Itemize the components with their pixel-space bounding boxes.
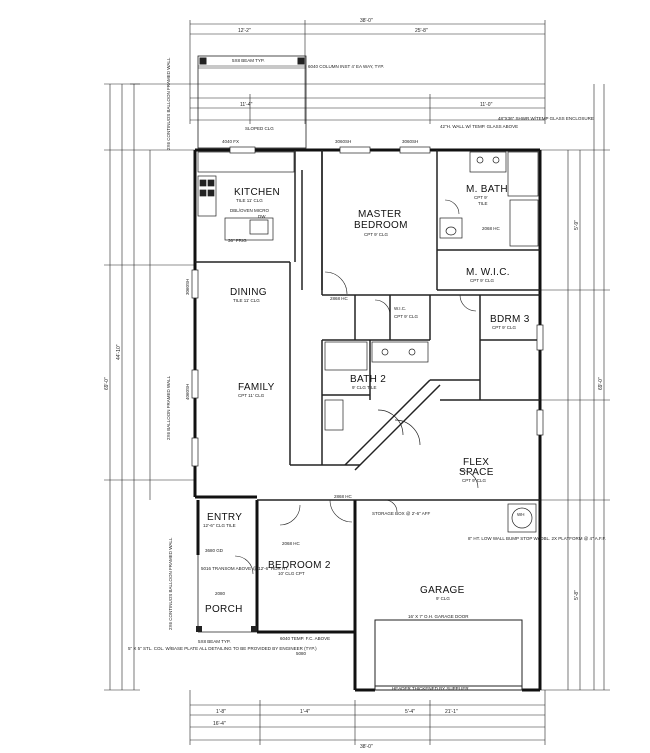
note-beam-top: 5X8 BEAM TYP. [232, 58, 265, 63]
note-balloon-bot: 2X6 CONTINUOS BALLOON FRAMED WALL [168, 537, 173, 630]
room-bdrm3-ceiling: CPT 9' CLG [492, 325, 517, 330]
dim-top-right: 25'-8" [415, 28, 428, 34]
room-entry-label: ENTRY [207, 512, 242, 523]
room-master-bath-label: M. BATH [466, 184, 508, 195]
room-master-wic-ceiling: CPT 9' CLG [470, 278, 495, 283]
room-master-bath-ceiling-1: CPT 9' [474, 195, 488, 200]
dim-overall-depth-right: 69'-0" [598, 377, 604, 390]
room-dining-label: DINING [230, 287, 267, 298]
dim-top-left: 12'-2" [238, 28, 251, 34]
tag-entry-side-door: 2068 HC [282, 541, 301, 546]
note-wall-bump: 8" HT. LOW WALL BUMP STOP W/ DBL. 2X PLA… [468, 536, 606, 541]
dim-bottom-b: 1'-4" [300, 709, 310, 715]
dim-overall-width: 38'-0" [360, 18, 373, 24]
note-balloon-top: 2X6 CONTINUOS BALLOON FRAMED WALL [166, 57, 171, 150]
room-master-label-1: MASTER [358, 209, 401, 220]
tag-garage-door-entry: 2868 HC [334, 494, 353, 499]
room-bedroom2-ceiling: 10' CLG CPT [278, 571, 305, 576]
room-flex-label-2: SPACE [459, 467, 494, 478]
note-beam-bottom: 5X8 BEAM TYP. [198, 639, 231, 644]
room-entry-ceiling: 12'-6" CLG TILE [203, 523, 236, 528]
tag-left-window-2: 4060SH [185, 384, 190, 400]
note-sloped-ceiling: SLOPED CLG [245, 126, 274, 131]
tag-mb-window-2: 3060SH [402, 139, 418, 144]
room-porch-label: PORCH [205, 604, 243, 615]
dim-entry-width: 16'-4" [213, 721, 226, 727]
note-temp-fc: 6040 TEMP. F.C. ABOVE [280, 636, 330, 641]
windows [191, 146, 544, 467]
note-porch-column: 6040 COLUMN INST 4' EA WAY, TYP. [308, 64, 384, 69]
note-transom: 5016 TRANSOM ABOVE @ 12'-6" HDR HT. [201, 566, 289, 571]
note-dishwasher: DW [258, 214, 266, 219]
room-garage-label: GARAGE [420, 585, 465, 596]
front-porch-outline [197, 555, 257, 633]
dim-mid-top-left: 11'-4" [240, 102, 253, 108]
bath-2-fixtures [324, 341, 429, 446]
garage-door [374, 619, 523, 691]
room-wic-ceiling: CPT 9' CLG [394, 314, 419, 319]
note-column: 5" X 5" STL. COL. W/BASE PLATE ALL DETAI… [128, 646, 317, 651]
room-flex-label-1: FLEX [463, 457, 489, 468]
room-master-ceiling: CPT 9' CLG [364, 232, 389, 237]
dim-bottom-right: 5'-4" [405, 709, 415, 715]
room-master-bath-ceiling-2: TILE [478, 201, 488, 206]
room-kitchen-label: KITCHEN [234, 187, 280, 198]
tag-porch-door: 2080 [215, 591, 226, 596]
room-dining-ceiling: TILE 11' CLG [233, 298, 260, 303]
note-oven: DBL/OVEN MICRO [230, 208, 270, 213]
note-garage-door: 16' X 7' O.H. GARAGE DOOR [408, 614, 469, 619]
tag-front-door: 3680 GD [205, 548, 224, 553]
tag-bed2-window: 5080 [296, 651, 307, 656]
dim-left-front: 44'-10" [116, 344, 122, 360]
dim-right-side-b: 5'-8" [574, 590, 580, 600]
note-glass-wall: 42"H. WALL W/ TEMP. GLASS ABOVE [440, 124, 518, 129]
tag-kitchen-window: 4040 FX [222, 139, 239, 144]
note-balloon-mid: 2X6 BALLOON FRAMED WALL [166, 375, 171, 440]
room-flex-ceiling: CPT 9' CLG [462, 478, 487, 483]
room-bedroom2-label: BEDROOM 2 [268, 560, 331, 571]
master-bath-fixtures [439, 151, 539, 247]
dim-mid-top-right: 11'-0" [480, 102, 493, 108]
room-bath2-label: BATH 2 [350, 374, 386, 385]
dim-overall-depth: 69'-0" [104, 377, 110, 390]
columns [196, 626, 257, 632]
room-bath2-ceiling: 9' CLG TILE [352, 385, 377, 390]
room-master-wic-label: M. W.I.C. [466, 267, 510, 278]
water-heater [507, 503, 537, 533]
dim-right-side-a: 5'-9" [574, 220, 580, 230]
dim-bottom-a: 1'-8" [216, 709, 226, 715]
dimension-lines [104, 20, 610, 745]
note-storage: STORAGE BOX @ 2'-6" AFF [372, 511, 430, 516]
room-family-label: FAMILY [238, 382, 275, 393]
room-kitchen-ceiling: TILE 11' CLG [236, 198, 263, 203]
door-swings [234, 199, 479, 575]
room-bdrm3-label: BDRM 3 [490, 314, 530, 325]
note-water-heater: WH [517, 512, 525, 517]
tag-wic-door: 2068 HC [482, 226, 501, 231]
tag-left-window: 3060SH [185, 279, 190, 295]
note-garage-header: HEADER THICKENED BY SUPPLIER [392, 686, 469, 691]
room-wic-label: W.I.C. [394, 306, 406, 311]
dim-overall-width-bottom: 38'-0" [360, 744, 373, 750]
note-shower: 48"X36" SHWR W/TEMP GLASS ENCLOSURE [498, 116, 594, 121]
exterior-walls [193, 148, 542, 692]
interior-walls [195, 150, 540, 501]
dim-garage-width: 21'-1" [445, 709, 458, 715]
room-family-ceiling: CPT 11' CLG [238, 393, 265, 398]
room-garage-ceiling: 9' CLG [436, 596, 450, 601]
note-fridge: 36" FRIG [228, 238, 247, 243]
tag-mb-window-1: 3060SH [335, 139, 351, 144]
tag-dining-door: 2868 HC [330, 296, 349, 301]
room-master-label-2: BEDROOM [354, 220, 408, 231]
